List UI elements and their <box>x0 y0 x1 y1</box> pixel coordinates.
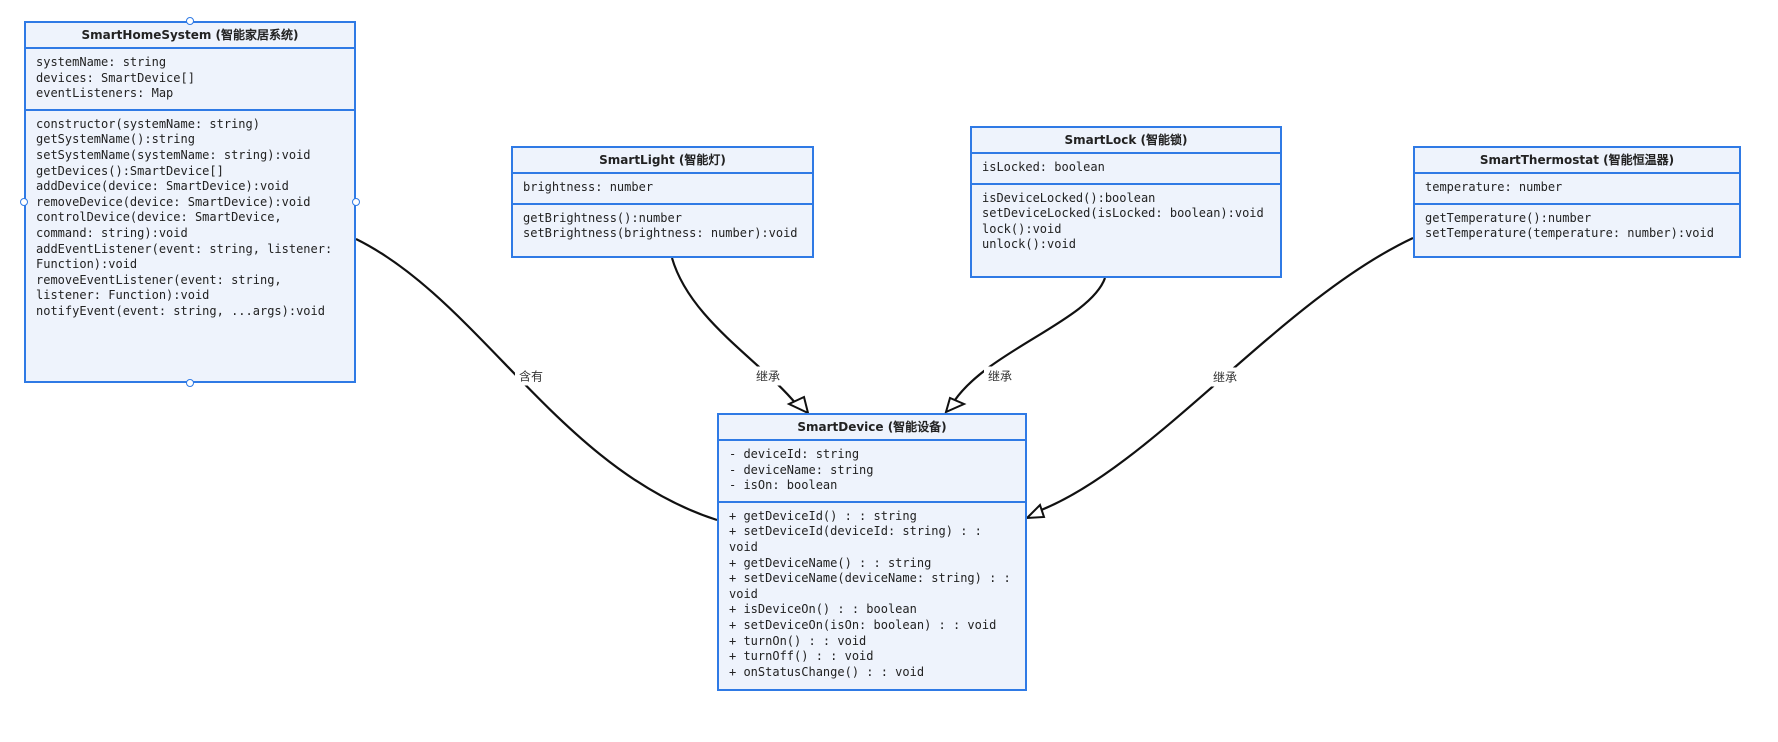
class-method: setSystemName(systemName: string):void <box>36 147 311 162</box>
class-attribute: eventListeners: Map <box>36 86 174 101</box>
class-method: listener: Function):void <box>36 288 210 303</box>
resize-handle-top[interactable] <box>186 17 194 25</box>
class-smartlock[interactable]: SmartLock (智能锁) isLocked: boolean isDevi… <box>970 126 1282 278</box>
class-smartdevice[interactable]: SmartDevice (智能设备) - deviceId: string- d… <box>717 413 1027 691</box>
class-method: removeEventListener(event: string, <box>36 272 282 287</box>
edge-inherit-lock[interactable] <box>954 277 1107 401</box>
class-method: + setDeviceId(deviceId: string) : : <box>729 524 982 539</box>
class-method: Function):void <box>36 257 138 272</box>
class-method: getTemperature():number <box>1425 210 1592 225</box>
class-method: getBrightness():number <box>523 210 682 225</box>
class-title: SmartThermostat (智能恒温器) <box>1415 148 1739 174</box>
class-method: setTemperature(temperature: number):void <box>1425 226 1714 241</box>
class-method: + turnOff() : : void <box>729 649 874 664</box>
edge-label-contains: 含有 <box>514 366 548 386</box>
class-method: addDevice(device: SmartDevice):void <box>36 179 289 194</box>
class-smarthomesystem[interactable]: SmartHomeSystem (智能家居系统) systemName: str… <box>24 21 356 383</box>
class-title: SmartLight (智能灯) <box>513 148 812 174</box>
class-attribute: isLocked: boolean <box>982 160 1105 174</box>
class-method: + onStatusChange() : : void <box>729 664 925 679</box>
class-attributes: - deviceId: string- deviceName: string- … <box>719 441 1025 503</box>
resize-handle-bottom[interactable] <box>186 379 194 387</box>
class-method: command: string):void <box>36 225 188 240</box>
class-method: notifyEvent(event: string, ...args):void <box>36 303 325 318</box>
class-method: + setDeviceName(deviceName: string) : : <box>729 571 1011 586</box>
class-method: + getDeviceId() : : string <box>729 508 917 523</box>
class-method: setDeviceLocked(isLocked: boolean):void <box>982 206 1264 221</box>
class-methods: constructor(systemName: string)getSystem… <box>26 111 354 327</box>
class-attributes: brightness: number <box>513 174 812 205</box>
class-method: getDevices():SmartDevice[] <box>36 163 224 178</box>
class-method: + turnOn() : : void <box>729 633 867 648</box>
class-attribute: brightness: number <box>523 180 654 194</box>
class-title: SmartHomeSystem (智能家居系统) <box>26 23 354 49</box>
class-method: + setDeviceOn(isOn: boolean) : : void <box>729 617 997 632</box>
resize-handle-left[interactable] <box>20 198 28 206</box>
class-smartlight[interactable]: SmartLight (智能灯) brightness: number getB… <box>511 146 814 258</box>
edge-label-inherit-light: 继承 <box>751 366 785 386</box>
inherit-arrowhead-thermostat <box>1024 503 1046 520</box>
edge-label-inherit-lock: 继承 <box>983 366 1017 386</box>
class-method: void <box>729 539 758 554</box>
class-title: SmartDevice (智能设备) <box>719 415 1025 441</box>
class-attribute: - deviceName: string <box>729 462 874 477</box>
edge-label-inherit-thermostat: 继承 <box>1208 367 1242 387</box>
edge-inherit-light[interactable] <box>670 257 798 406</box>
class-method: + isDeviceOn() : : boolean <box>729 602 917 617</box>
class-attribute: temperature: number <box>1425 180 1563 194</box>
class-method: getSystemName():string <box>36 132 195 147</box>
class-smartthermostat[interactable]: SmartThermostat (智能恒温器) temperature: num… <box>1413 146 1741 258</box>
class-method: void <box>729 586 758 601</box>
class-attribute: systemName: string <box>36 55 167 69</box>
inherit-arrowhead-lock <box>944 396 967 414</box>
class-attributes: temperature: number <box>1415 174 1739 205</box>
class-method: unlock():void <box>982 237 1076 252</box>
class-method: controlDevice(device: SmartDevice, <box>36 210 282 225</box>
class-attribute: - isOn: boolean <box>729 478 838 493</box>
class-methods: + getDeviceId() : : string+ setDeviceId(… <box>719 503 1025 688</box>
class-method: setBrightness(brightness: number):void <box>523 226 798 241</box>
resize-handle-right[interactable] <box>352 198 360 206</box>
class-title: SmartLock (智能锁) <box>972 128 1280 154</box>
class-method: + getDeviceName() : : string <box>729 555 932 570</box>
class-method: lock():void <box>982 221 1062 236</box>
class-method: constructor(systemName: string) <box>36 116 260 131</box>
class-method: addEventListener(event: string, listener… <box>36 241 333 256</box>
class-attributes: isLocked: boolean <box>972 154 1280 185</box>
class-attribute: devices: SmartDevice[] <box>36 70 195 85</box>
inherit-arrowhead-light <box>786 395 810 415</box>
class-attribute: - deviceId: string <box>729 447 860 461</box>
class-method: isDeviceLocked():boolean <box>982 190 1156 205</box>
class-method: removeDevice(device: SmartDevice):void <box>36 194 311 209</box>
